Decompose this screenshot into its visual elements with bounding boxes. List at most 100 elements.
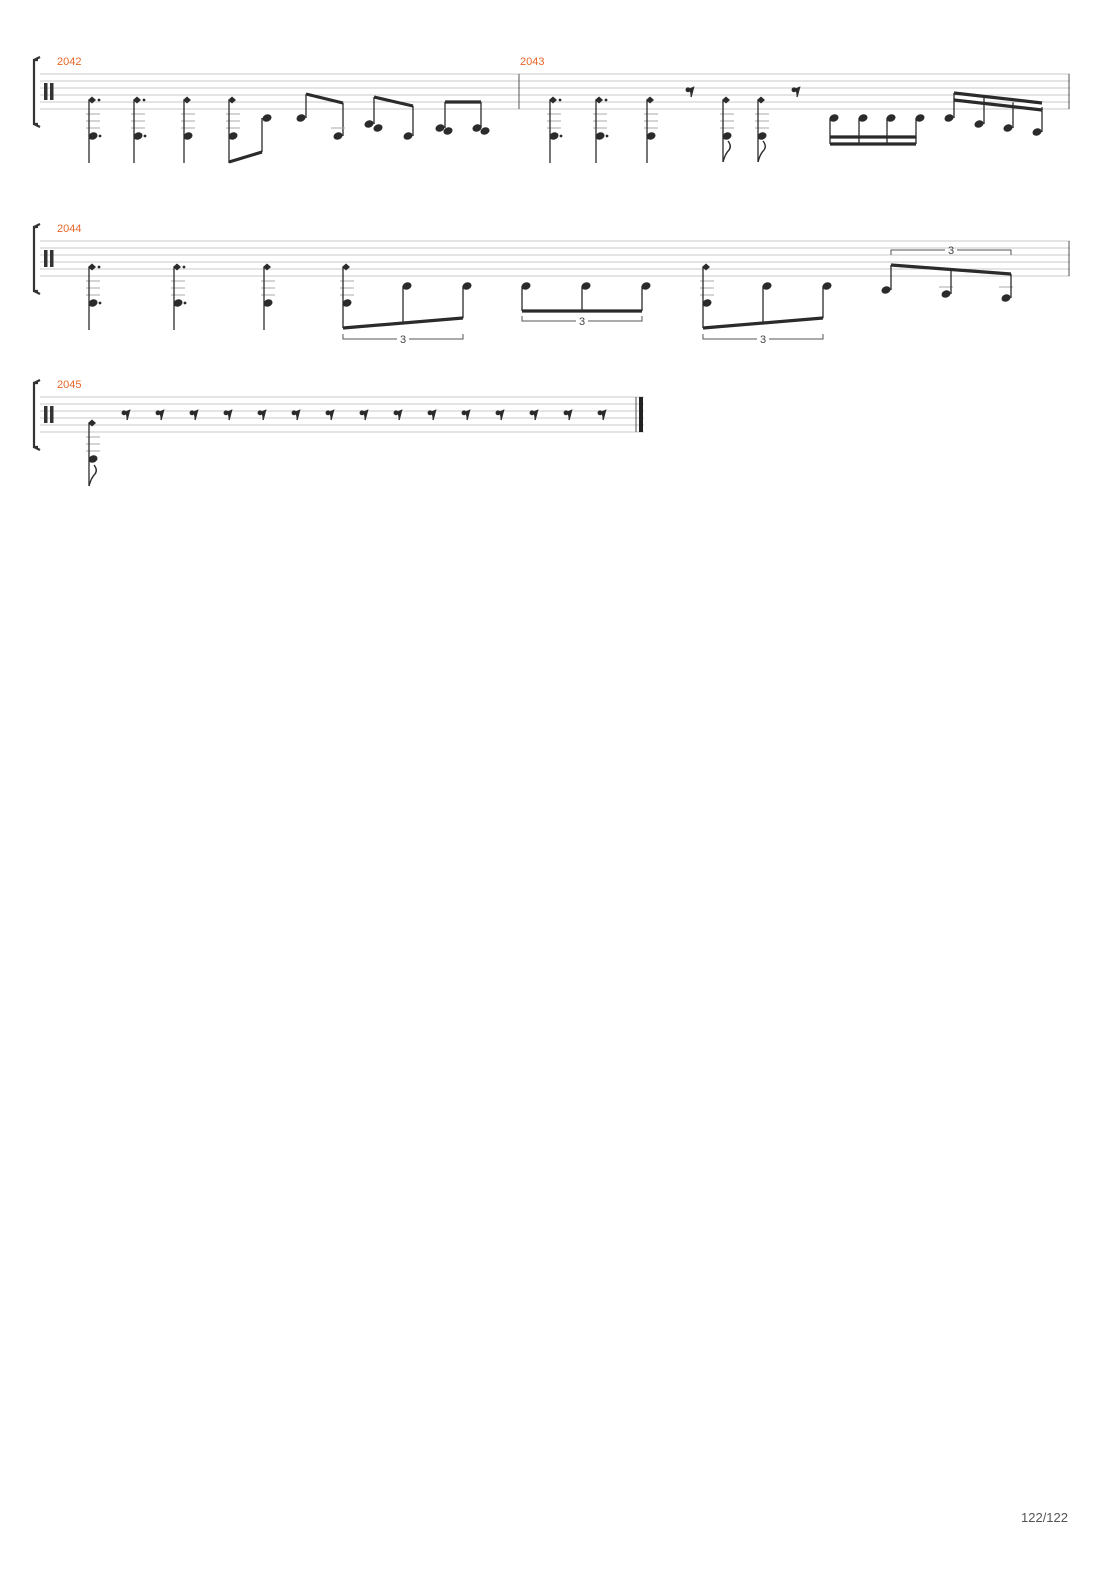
measure-number: 2045	[57, 379, 81, 391]
system-1: 2042 2043	[32, 56, 1070, 164]
beam	[373, 95, 414, 108]
augmentation-dot	[183, 301, 187, 305]
tuplet-number: 3	[760, 334, 766, 346]
cymbal-notehead	[88, 419, 96, 427]
beam	[342, 316, 464, 330]
note-flag	[88, 464, 97, 487]
measure-number: 2044	[57, 223, 81, 235]
eighth-rest	[529, 409, 539, 421]
drum-notehead	[822, 282, 832, 290]
drum-notehead	[133, 132, 143, 140]
augmentation-dot	[605, 134, 609, 138]
drum-notehead	[373, 124, 383, 132]
eighth-rest	[359, 409, 369, 421]
drum-notehead	[1003, 124, 1013, 132]
drum-notehead	[762, 282, 772, 290]
drum-notehead	[402, 282, 412, 290]
drum-notehead	[521, 282, 531, 290]
eighth-rest	[427, 409, 437, 421]
drum-notehead	[595, 132, 605, 140]
eighth-rest	[155, 409, 165, 421]
eighth-rest	[121, 409, 131, 421]
drum-notehead	[915, 114, 925, 122]
cymbal-notehead	[595, 96, 603, 104]
drum-notehead	[462, 282, 472, 290]
percussion-clef	[44, 250, 48, 267]
eighth-rest	[563, 409, 573, 421]
augmentation-dot	[143, 134, 147, 138]
cymbal-notehead	[88, 263, 96, 271]
eighth-rest	[291, 409, 301, 421]
eighth-rest	[257, 409, 267, 421]
drum-notehead	[262, 114, 272, 122]
drum-notehead	[296, 114, 306, 122]
drum-notehead	[228, 132, 238, 140]
beam	[305, 92, 344, 105]
beam	[228, 150, 263, 164]
eighth-rest	[223, 409, 233, 421]
drum-notehead	[480, 127, 490, 135]
eighth-rest	[189, 409, 199, 421]
drum-notehead	[944, 114, 954, 122]
eighth-rest	[791, 86, 801, 98]
drum-notehead	[1032, 128, 1042, 136]
augmentation-dot	[558, 98, 562, 102]
drum-notehead	[403, 132, 413, 140]
beam	[702, 316, 824, 330]
drum-notehead	[646, 132, 656, 140]
cymbal-notehead	[173, 263, 181, 271]
cymbal-notehead	[702, 263, 710, 271]
tuplet-bracket	[702, 334, 824, 340]
tuplet-bracket	[890, 249, 1012, 255]
system-bracket	[32, 379, 41, 451]
cymbal-notehead	[342, 263, 350, 271]
beam	[953, 91, 1043, 105]
note-flag	[722, 140, 731, 163]
augmentation-dot	[559, 134, 563, 138]
tuplet-bracket	[342, 334, 464, 340]
drum-notehead	[183, 132, 193, 140]
eighth-rest	[393, 409, 403, 421]
tuplet-number: 3	[579, 316, 585, 328]
drum-notehead	[941, 290, 951, 298]
cymbal-notehead	[183, 96, 191, 104]
page-number: 122/122	[1021, 1510, 1068, 1525]
augmentation-dot	[97, 265, 101, 269]
measure-number: 2043	[520, 56, 544, 68]
cymbal-notehead	[133, 96, 141, 104]
drum-notehead	[342, 299, 352, 307]
eighth-rest	[685, 86, 695, 98]
eighth-rest	[597, 409, 607, 421]
eighth-rest	[495, 409, 505, 421]
drum-notehead	[829, 114, 839, 122]
cymbal-notehead	[228, 96, 236, 104]
percussion-clef	[44, 83, 48, 100]
drum-notehead	[88, 299, 98, 307]
tuplet-number: 3	[948, 245, 954, 257]
drum-notehead	[364, 120, 374, 128]
augmentation-dot	[604, 98, 608, 102]
drum-notehead	[886, 114, 896, 122]
drum-notehead	[1001, 294, 1011, 302]
drum-notehead	[757, 132, 767, 140]
augmentation-dot	[98, 134, 102, 138]
drum-notehead	[88, 132, 98, 140]
drum-notehead	[881, 286, 891, 294]
drum-notehead	[702, 299, 712, 307]
measure-number: 2042	[57, 56, 81, 68]
percussion-clef	[50, 250, 54, 267]
tuplet-bracket	[521, 316, 643, 322]
eighth-rest	[461, 409, 471, 421]
drum-notehead	[333, 132, 343, 140]
cymbal-notehead	[549, 96, 557, 104]
drum-notehead	[472, 124, 482, 132]
cymbal-notehead	[88, 96, 96, 104]
drum-notehead	[173, 299, 183, 307]
augmentation-dot	[97, 98, 101, 102]
drum-notehead	[581, 282, 591, 290]
system-bracket	[32, 223, 41, 295]
cymbal-notehead	[757, 96, 765, 104]
drum-notehead	[549, 132, 559, 140]
